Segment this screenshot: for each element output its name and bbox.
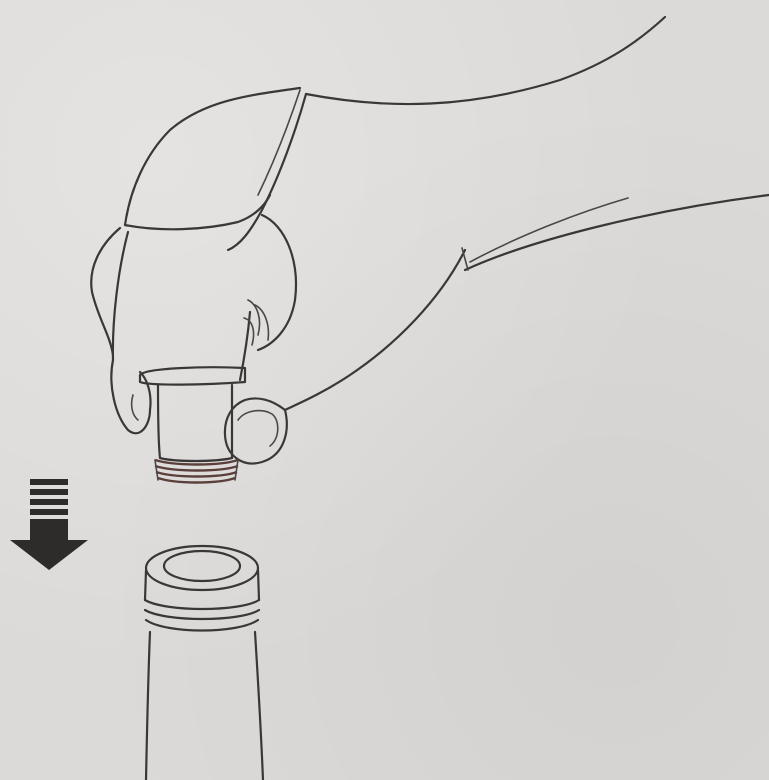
pourer-stopper-icon [140, 300, 260, 483]
hand-icon [91, 17, 769, 463]
down-arrow-icon [10, 479, 88, 570]
bottle-neck-icon [145, 546, 263, 780]
